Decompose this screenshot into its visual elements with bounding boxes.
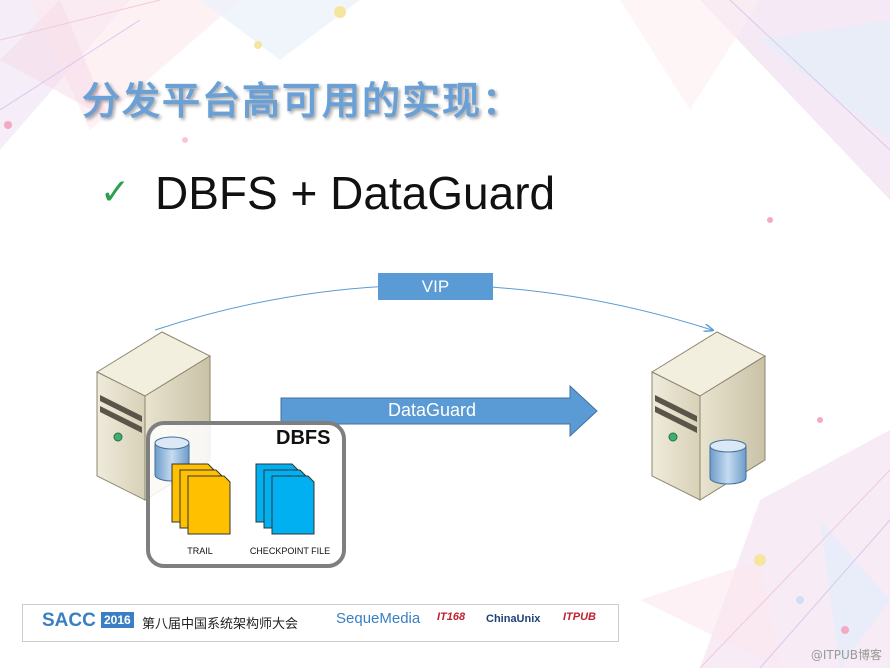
right-server-icon	[650, 331, 767, 501]
checkpoint-label: CHECKPOINT FILE	[249, 546, 331, 556]
conference-name: 第八届中国系统架构师大会	[142, 617, 299, 632]
slide-title: 分发平台高可用的实现：	[82, 79, 523, 123]
sequemedia-logo: SequeMedia	[336, 610, 421, 627]
itpub-logo: ITPUB	[563, 611, 596, 623]
trail-label: TRAIL	[187, 546, 213, 556]
chinaunix-logo: ChinaUnix	[486, 613, 541, 625]
dbfs-label: DBFS	[276, 427, 331, 449]
trail-documents-icon	[171, 463, 231, 535]
it168-logo: IT168	[437, 611, 466, 623]
sacc-logo: SACC	[42, 610, 96, 631]
checkmark-icon: ✓	[100, 172, 131, 213]
bullet-text: DBFS + DataGuard	[155, 167, 556, 219]
dataguard-label: DataGuard	[387, 400, 477, 420]
watermark: @ITPUB博客	[810, 648, 882, 662]
vip-label: VIP	[378, 273, 493, 300]
year-badge: 2016	[101, 612, 134, 628]
checkpoint-documents-icon	[255, 463, 315, 535]
